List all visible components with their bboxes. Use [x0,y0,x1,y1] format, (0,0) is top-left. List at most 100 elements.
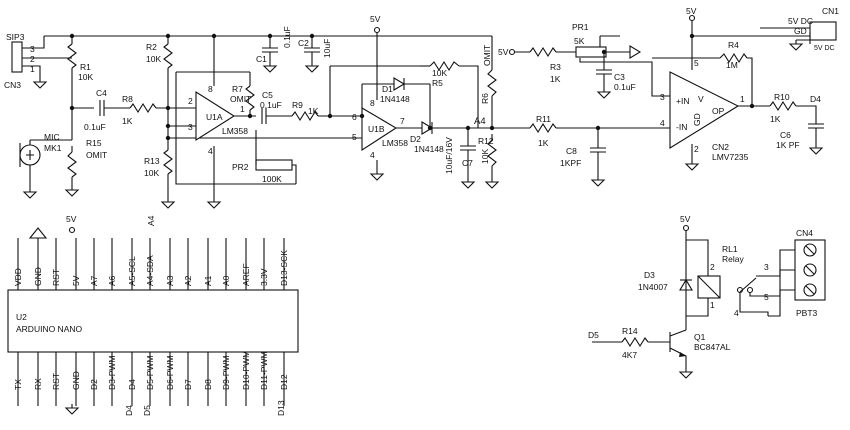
top_pins-pin-label: A4-SDA [145,255,155,286]
u1b-pin7: 7 [400,116,405,126]
cn4-ref: CN4 [796,228,813,238]
rl1-pin3: 3 [764,262,769,272]
u1b-ref: U1B [368,124,385,134]
r1-value: 10K [78,72,93,82]
r2-value: 10K [146,54,161,64]
bot_pins-pin-label: D2 [89,379,99,390]
junction-dots [69,33,755,141]
vcc-label-relay: 5V [680,214,691,224]
top_pins-pin-label: A2 [183,275,193,286]
rl1-pin4: 4 [734,308,739,318]
r3-value: 1K [550,74,561,84]
ground-icon [685,159,699,171]
rl1-pin5: 5 [764,292,769,302]
c3-value: 0.1uF [614,82,636,92]
vcc-label-pr1: 5V [498,47,509,57]
u1a-pin1: 1 [240,104,245,114]
bot_pins-pin-label: D10-PWM [241,351,251,390]
r11-ref: R11 [536,114,551,124]
u1b-opamp: U1B LM358 6 5 7 8 4 [352,98,408,160]
r13-value: 10K [144,168,159,178]
d1-value: 1N4148 [380,94,410,104]
rl1-ref: RL1 [722,244,738,254]
cn2-part: LMV7235 [712,152,749,162]
d3-ref: D3 [644,270,655,280]
c8-value: 1KPF [560,158,581,168]
cn1-gd: GD [794,26,807,36]
d5-net-u2: D5 [142,405,152,416]
cn1-5v: 5V DC [788,16,813,26]
top_pins-pin-label: A7 [89,275,99,286]
r5-ref: R5 [432,78,443,88]
d1-ref: D1 [382,84,393,94]
top_pins-pin-label: A1 [203,275,213,286]
rl1-pin1: 1 [710,300,715,310]
rl1-type: Relay [722,254,744,264]
vcc-label-u2: 5V [66,214,77,224]
sip3-pin3: 3 [30,44,35,54]
r6-value: OMIT [482,45,492,66]
u1b-pin5: 5 [352,132,357,142]
cn1-sub: 5V DC [814,45,835,52]
c4-value: 0.1uF [84,122,106,132]
top_pins-pin-label: A3 [165,275,175,286]
r12-value: 10K [480,149,490,164]
u1a-part: LM358 [222,126,248,136]
ground-icon [597,87,611,99]
r5-value: 10K [432,68,447,78]
u1b-part: LM358 [382,138,408,148]
cn2-gd-pin: GD [692,113,702,126]
cn2-pin3: 3 [660,92,665,102]
cn2-minus-in: -IN [676,122,687,132]
bot_pins-pin-label: D4 [127,379,137,390]
r11-value: 1K [538,138,549,148]
pr1-value: 5K [574,36,585,46]
cn2-v-pin: V [698,94,704,104]
ground-icon [789,39,803,51]
r15-value: OMIT [86,150,107,160]
pbt3-label: PBT3 [796,308,818,318]
r4-ref: R4 [728,40,739,50]
bot_pins-pin-label: TX [13,379,23,390]
ground-icon [207,197,221,209]
bot_pins-pin-label: D8 [203,379,213,390]
r12-ref: R12 [478,136,494,146]
c1-ref: C1 [256,54,267,64]
wires [11,20,837,198]
d13-net-u2: D13 [276,400,286,416]
u1a-ref: U1A [206,112,223,122]
bot_pins-pin-label: GND [71,371,81,390]
top_pins-pin-label: A5-SCL [127,256,137,286]
bot_pins-pin-label: D12 [279,374,289,390]
r10-ref: R10 [774,92,790,102]
mk1-label: MK1 [44,143,62,153]
top_pins-pin-label: VDD [13,268,23,286]
r10-value: 1K [770,114,781,124]
r3-ref: R3 [550,62,561,72]
u1a-pin2: 2 [188,96,193,106]
ground-icon [23,187,37,199]
d2-value: 1N4148 [414,144,444,154]
r14-value: 4K7 [622,350,637,360]
r8-ref: R8 [122,94,133,104]
bot_pins-pin-label: RX [33,378,43,390]
c4-ref: C4 [96,88,107,98]
r7-ref: R7 [232,84,243,94]
c3-ref: C3 [614,72,625,82]
pr2-value: 100K [262,174,282,184]
a4-net-label: A4 [474,116,486,127]
c1-value: 0.1uF [282,26,292,48]
top_pins-pin-label: RST [51,269,61,286]
r13-ref: R13 [144,156,160,166]
bot_pins-pin-label: RST [51,373,61,390]
c5-ref: C5 [262,90,273,100]
d4-net-label: D4 [810,94,821,104]
bot_pins-pin-label: D5-PWM [145,356,155,390]
ground-icon [485,177,499,189]
u1a-pin3: 3 [188,122,193,132]
r9-value: 1K [308,106,319,116]
q1-value: BC847AL [694,342,731,352]
d4-net-u2: D4 [124,405,134,416]
